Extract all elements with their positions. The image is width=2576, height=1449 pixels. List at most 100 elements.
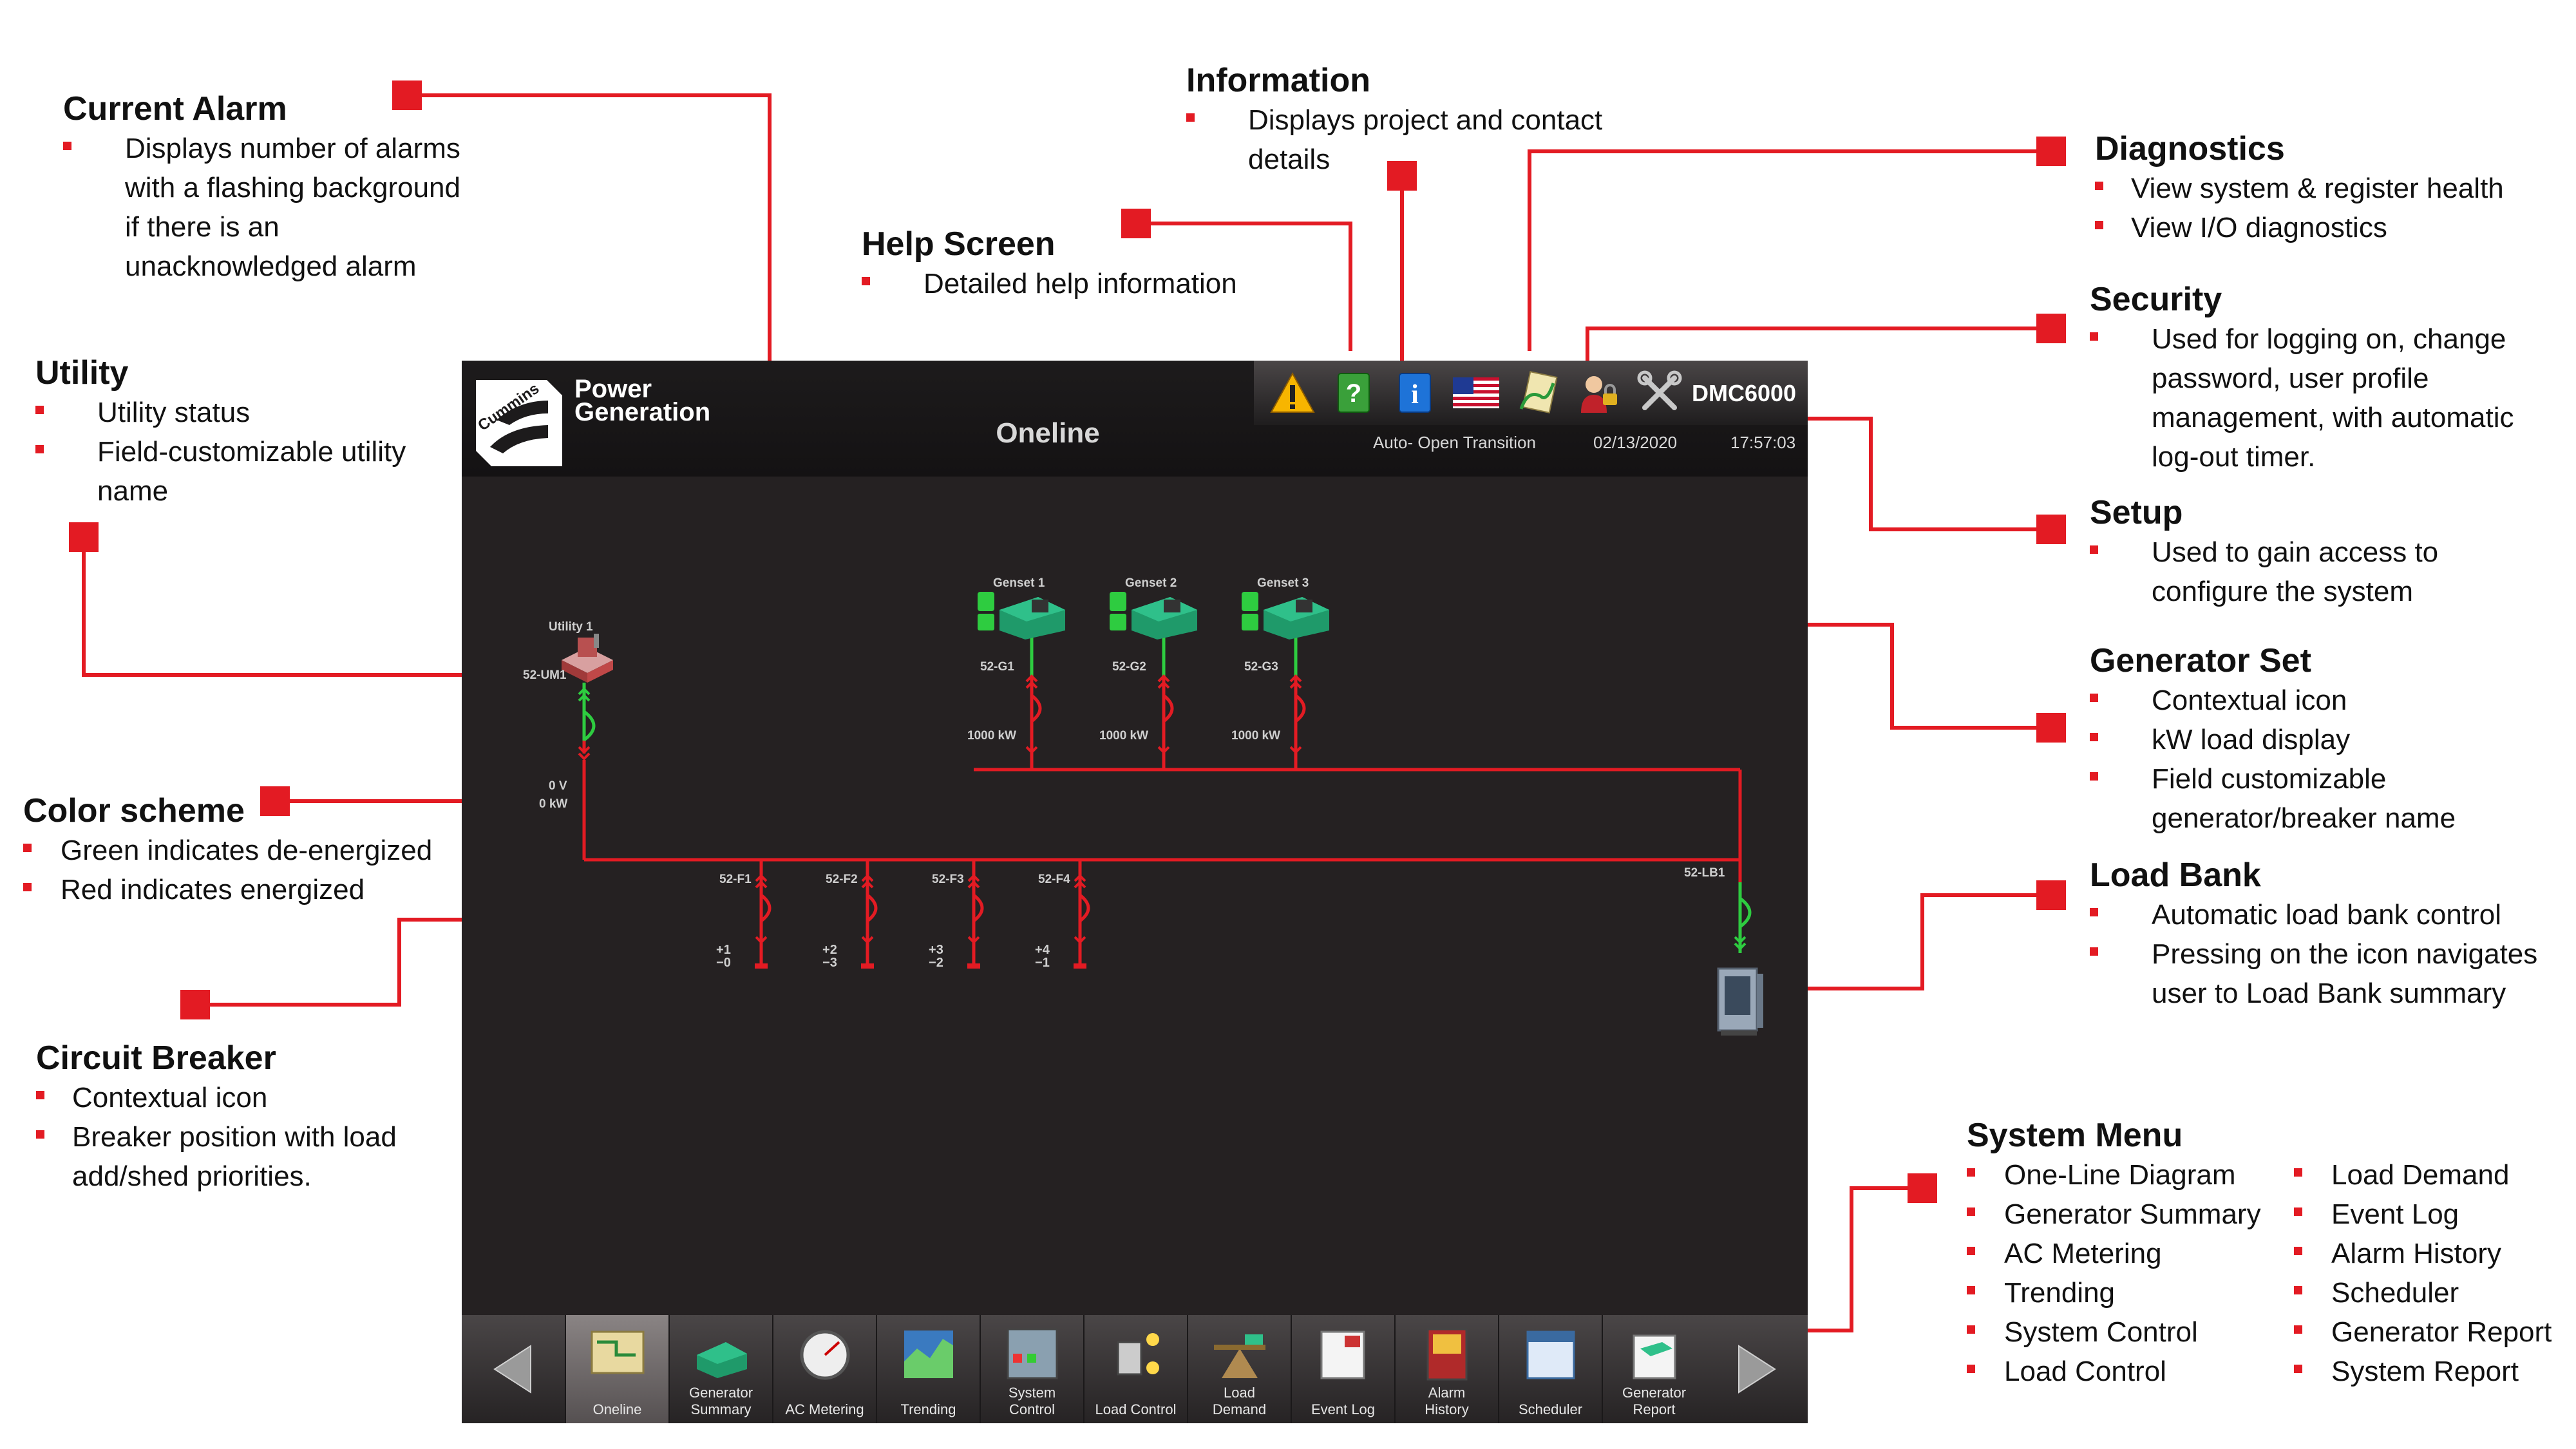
shed-priority: 1: [1042, 956, 1050, 970]
callout-marker-generator-set: [2036, 713, 2066, 743]
annotation-item: Automatic load bank control: [2152, 899, 2501, 931]
hmi-screen: Cummins Power Generation ? i DMC6000 One…: [462, 361, 1808, 1423]
feeder-2-breaker-label: 52-F2: [826, 873, 858, 886]
nav-item-load-control[interactable]: Load Control: [1083, 1315, 1187, 1423]
trending-icon: [898, 1323, 960, 1385]
annotation-item: Field-customizable utility name: [97, 436, 406, 507]
feeder-4-priority[interactable]: +4 −1: [1035, 943, 1050, 969]
us-flag-icon[interactable]: [1450, 367, 1502, 419]
load-demand-icon: [1209, 1323, 1271, 1385]
shed-priority-icon: −: [822, 956, 830, 970]
nav-item-event-log[interactable]: Event Log: [1291, 1315, 1394, 1423]
add-priority: 1: [723, 943, 731, 957]
nav-label-line-2: History: [1425, 1401, 1469, 1417]
nav-item-oneline[interactable]: Oneline: [565, 1315, 668, 1423]
nav-prev-button[interactable]: [462, 1315, 565, 1423]
genset-breaker-label: 52-G2: [1112, 660, 1146, 674]
genset-name: Genset 1: [993, 576, 1045, 590]
annotation-item: Breaker position with load add/shed prio…: [72, 1121, 397, 1192]
utility-icon[interactable]: [558, 631, 616, 683]
genset-1[interactable]: Genset 1 52-G1 1000 kW: [967, 576, 1070, 743]
genset-icon: [1242, 592, 1329, 639]
feeder-3-breaker-label: 52-F3: [932, 873, 964, 886]
loadbank-breaker-label: 52-LB1: [1684, 866, 1725, 880]
help-icon[interactable]: ?: [1328, 367, 1379, 419]
nav-label-line-2: Demand: [1212, 1401, 1267, 1417]
feeder-3-priority[interactable]: +3 −2: [929, 943, 943, 969]
nav-label-line-2: Scheduler: [1518, 1401, 1583, 1417]
annotation-system-menu: System Menu One-Line Diagram Generator S…: [1967, 1115, 2572, 1387]
time-display: 17:57:03: [1730, 433, 1796, 452]
oneline-diagram: [578, 625, 1752, 969]
annotation-item: Displays project and contact details: [1248, 104, 1603, 175]
annotation-title: Information: [1186, 62, 1370, 99]
annotation-item: Pressing on the icon navigates user to L…: [2152, 938, 2538, 1009]
annotation-circuit-breaker: Circuit Breaker Contextual icon Breaker …: [36, 1038, 448, 1196]
callout-marker-information: [1387, 161, 1417, 191]
nav-label-line-2: Report: [1633, 1401, 1676, 1417]
feeder-2-priority[interactable]: +2 −3: [822, 943, 837, 969]
arrow-left-icon: [493, 1345, 531, 1394]
annotation-title: Generator Set: [2090, 642, 2311, 679]
shed-priority: 2: [936, 956, 943, 970]
add-priority-icon: +: [822, 943, 830, 957]
svg-text:?: ?: [1346, 379, 1361, 408]
shed-priority-icon: −: [929, 956, 936, 970]
nav-label-line-1: Load: [1224, 1385, 1255, 1401]
setup-tools-icon[interactable]: [1634, 367, 1685, 419]
logo-line-2: Generation: [574, 398, 711, 426]
annotation-item: AC Metering: [2004, 1238, 2162, 1269]
add-priority-icon: +: [1035, 943, 1043, 957]
load-bank-icon[interactable]: [1714, 966, 1766, 1037]
callout-marker-help: [1121, 209, 1151, 238]
annotation-item: Field customizable generator/breaker nam…: [2152, 763, 2456, 834]
annotation-security: Security Used for logging on, change pas…: [2090, 279, 2553, 477]
genset-kw: 1000 kW: [1099, 729, 1149, 743]
annotation-item: Generator Report: [2331, 1316, 2552, 1348]
annotation-item: Detailed help information: [923, 268, 1237, 299]
security-user-icon[interactable]: [1573, 367, 1624, 419]
genset-2[interactable]: Genset 2 52-G2 1000 kW: [1099, 576, 1202, 743]
annotation-item: Load Demand: [2331, 1159, 2510, 1191]
genset-icon: [978, 592, 1065, 639]
shed-priority-icon: −: [716, 956, 724, 970]
nav-label-line-1: Generator: [1622, 1385, 1687, 1401]
annotation-item: System Report: [2331, 1356, 2519, 1387]
feeder-1-priority[interactable]: +1 −0: [716, 943, 731, 969]
nav-label-line-1: System: [1008, 1385, 1056, 1401]
info-icon[interactable]: i: [1389, 367, 1441, 419]
nav-label-line-2: Load Control: [1095, 1401, 1177, 1417]
diagnostics-icon[interactable]: [1511, 367, 1563, 419]
annotation-title: Utility: [35, 354, 129, 392]
page-title: Oneline: [996, 417, 1100, 449]
nav-next-button[interactable]: [1705, 1315, 1808, 1423]
annotation-title: Help Screen: [862, 225, 1056, 263]
operating-mode: Auto- Open Transition: [1373, 433, 1536, 452]
annotation-diagnostics: Diagnostics View system & register healt…: [2095, 129, 2571, 247]
event-log-icon: [1312, 1323, 1374, 1385]
add-priority-icon: +: [716, 943, 724, 957]
nav-label-line-1: Alarm: [1428, 1385, 1466, 1401]
callout-marker-circuit-breaker: [180, 990, 210, 1019]
annotation-title: System Menu: [1967, 1117, 2183, 1154]
nav-label-line-2: Oneline: [592, 1401, 642, 1417]
nav-item-ac-metering[interactable]: AC Metering: [772, 1315, 876, 1423]
annotation-utility: Utility Utility status Field-customizabl…: [35, 353, 422, 511]
nav-item-trending[interactable]: Trending: [876, 1315, 980, 1423]
feeder-4-breaker-label: 52-F4: [1038, 873, 1070, 886]
utility-breaker-label: 52-UM1: [523, 668, 567, 682]
nav-item-scheduler[interactable]: Scheduler: [1498, 1315, 1602, 1423]
genset-3[interactable]: Genset 3 52-G3 1000 kW: [1231, 576, 1334, 743]
cummins-logo: Cummins: [471, 375, 567, 471]
svg-text:i: i: [1411, 380, 1419, 410]
annotation-title: Load Bank: [2090, 857, 2261, 894]
warning-icon[interactable]: [1267, 367, 1318, 419]
nav-label-line-2: AC Metering: [785, 1401, 864, 1417]
nav-label-line-2: Summary: [690, 1401, 752, 1417]
annotation-color-scheme: Color scheme Green indicates de-energize…: [23, 791, 461, 909]
